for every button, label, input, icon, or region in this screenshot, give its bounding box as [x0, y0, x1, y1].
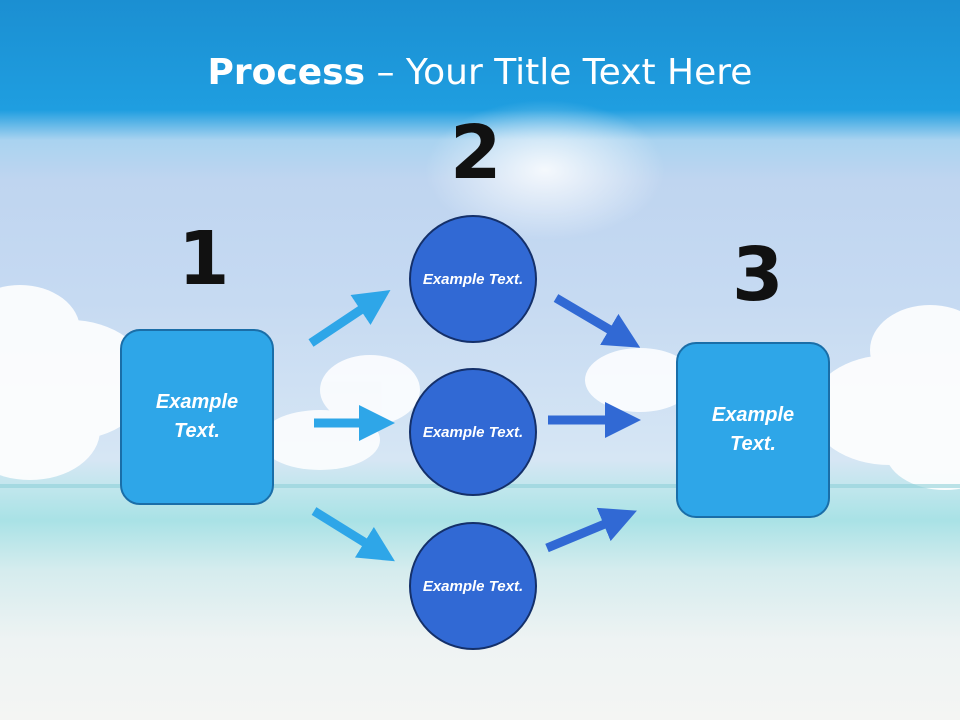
step-1-box: Example Text. — [120, 329, 274, 505]
clouds-left — [0, 285, 150, 480]
clouds-right — [810, 305, 960, 490]
step-1-box-text: Example Text. — [155, 391, 239, 442]
title-rest: – Your Title Text Here — [365, 52, 753, 93]
arrow-top-to-right — [553, 294, 641, 348]
circle-middle-text: Example Text. — [422, 423, 524, 441]
step-2-circle-top: Example Text. — [409, 215, 537, 343]
step-number-3: 3 — [732, 232, 784, 318]
step-3-box: Example Text. — [676, 342, 830, 518]
step-number-1: 1 — [178, 216, 230, 302]
circle-bottom-text: Example Text. — [422, 577, 524, 595]
step-3-box-text: Example Text. — [711, 404, 795, 455]
circle-top-text: Example Text. — [422, 270, 524, 288]
arrow-bottom-to-right — [545, 507, 637, 553]
sun-glow — [425, 100, 665, 240]
arrow-left-to-top — [308, 290, 391, 347]
arrow-left-to-bottom — [311, 507, 395, 562]
title-bold: Process — [207, 52, 366, 93]
step-2-circle-bottom: Example Text. — [409, 522, 537, 650]
slide-title: Process – Your Title Text Here — [0, 52, 960, 93]
step-2-circle-middle: Example Text. — [409, 368, 537, 496]
step-number-2: 2 — [450, 110, 502, 196]
